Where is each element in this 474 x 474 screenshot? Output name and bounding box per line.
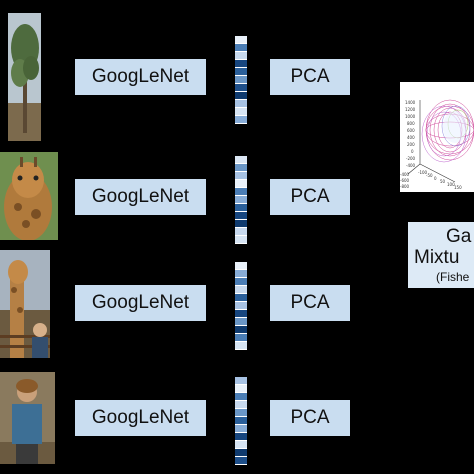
plot-xtick-4: 100 (447, 182, 455, 187)
plot-ytick-0: 1400 (405, 100, 416, 105)
plot-ytick-9: -400 (406, 163, 416, 168)
googlenet-box-4: GoogLeNet (75, 400, 206, 436)
googlenet-box-3: GoogLeNet (75, 285, 206, 321)
plot-ztick-2: -800 (400, 184, 410, 189)
plot-ytick-5: 400 (407, 135, 415, 140)
pca-box-3: PCA (270, 285, 350, 321)
frame-thumbnail-4 (0, 372, 55, 464)
plot-xtick-3: 50 (440, 179, 446, 184)
plot-ytick-6: 200 (407, 142, 415, 147)
gmm-3d-plot: 1400 1200 1000 800 600 400 200 0 -200 -4… (400, 82, 474, 192)
gmm-label-line2: Mixtu (414, 247, 460, 268)
plot-ytick-2: 1000 (405, 114, 416, 119)
feature-vector-4 (235, 377, 247, 465)
plot-xtick-2: 0 (434, 176, 437, 181)
plot-xtick-0: -100 (418, 170, 428, 175)
gmm-label-line1: Ga (446, 226, 472, 247)
gaussian-mixture-box: Ga Mixtu (Fishe (408, 222, 474, 288)
pca-box-1: PCA (270, 59, 350, 95)
plot-ytick-7: 0 (411, 149, 414, 154)
plot-ztick-1: -600 (400, 178, 410, 183)
frame-thumbnail-2 (0, 152, 58, 240)
plot-ytick-1: 1200 (405, 107, 416, 112)
googlenet-box-1: GoogLeNet (75, 59, 206, 95)
googlenet-box-2: GoogLeNet (75, 179, 206, 215)
pca-box-2: PCA (270, 179, 350, 215)
frame-thumbnail-3 (0, 250, 50, 358)
plot-xtick-5: 150 (454, 185, 462, 190)
plot-ytick-3: 800 (407, 121, 415, 126)
plot-ztick-0: -400 (400, 172, 410, 177)
feature-vector-2 (235, 156, 247, 244)
feature-vector-1 (235, 36, 247, 124)
pca-box-4: PCA (270, 400, 350, 436)
plot-ytick-4: 600 (407, 128, 415, 133)
feature-vector-3 (235, 262, 247, 350)
plot-xtick-1: -50 (426, 173, 433, 178)
frame-thumbnail-1 (8, 13, 41, 141)
plot-ytick-8: -200 (406, 156, 416, 161)
gmm-label-line3: (Fishe (436, 270, 470, 284)
